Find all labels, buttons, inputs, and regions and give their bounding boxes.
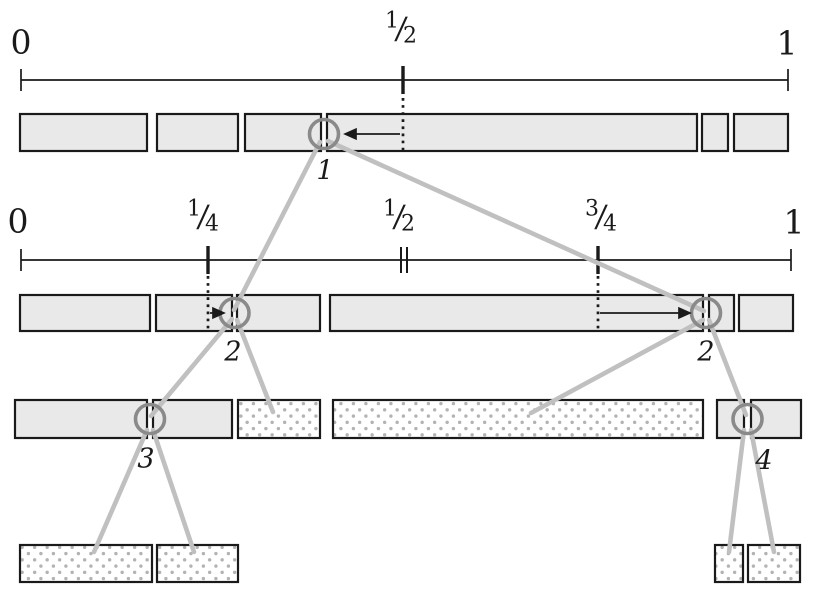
interval-box xyxy=(235,293,322,333)
tree-edge xyxy=(234,317,276,415)
interval-box xyxy=(13,398,149,440)
interval-box-removed xyxy=(331,398,705,440)
tree-edge xyxy=(325,138,707,314)
tree-edge xyxy=(726,427,747,555)
interval-box xyxy=(749,398,803,440)
interval-box xyxy=(737,293,795,333)
interval-box xyxy=(18,293,152,333)
tree-edge xyxy=(148,316,235,419)
split-circle xyxy=(307,117,341,151)
tree-edge xyxy=(706,317,749,418)
interval-box xyxy=(732,112,790,153)
interval-box xyxy=(325,112,699,153)
split-circle xyxy=(731,402,764,436)
tree-edge xyxy=(231,139,323,313)
tree-edge xyxy=(150,427,197,555)
tree-edge xyxy=(748,427,777,555)
interval-box xyxy=(155,112,240,153)
tree-edge xyxy=(91,427,150,555)
interval-box xyxy=(18,112,149,153)
tree-edge xyxy=(528,317,706,416)
interval-box xyxy=(700,112,730,153)
split-circle xyxy=(133,402,167,436)
interval-box-removed xyxy=(236,398,322,440)
interval-box-removed xyxy=(155,543,240,584)
interval-box-removed xyxy=(18,543,154,584)
